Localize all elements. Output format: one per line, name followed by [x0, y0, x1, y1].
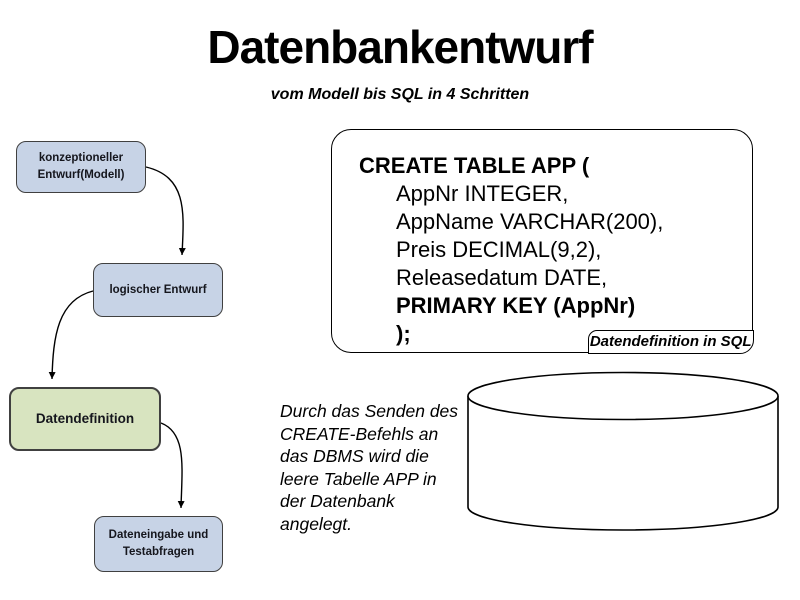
- sql-line: );: [396, 321, 411, 346]
- flow-step-label: Datendefinition: [35, 411, 135, 427]
- sql-line: Preis DECIMAL(9,2),: [396, 237, 602, 262]
- page-subtitle: vom Modell bis SQL in 4 Schritten: [270, 86, 530, 103]
- note-line: das DBMS wird die: [280, 446, 429, 466]
- flow-step-label: Dateneingabe und Testabfragen: [108, 529, 209, 558]
- page-title: Datenbankentwurf: [207, 21, 593, 73]
- sql-line: AppNr INTEGER,: [396, 181, 569, 206]
- sql-caption-tab: Datendefinition in SQL: [587, 329, 754, 354]
- note-text: Durch das Senden des CREATE-Befehls an d…: [280, 400, 458, 535]
- arrow-step2-to-step3: [48, 290, 94, 380]
- note-line: angelegt.: [280, 513, 353, 534]
- note-line: CREATE-Befehls an: [280, 423, 439, 444]
- note-line: Durch das Senden des: [280, 401, 459, 421]
- arrow-step3-to-step4: [160, 422, 185, 509]
- flow-step-datendefinition: Datendefinition: [9, 387, 161, 451]
- cylinder-top: [467, 371, 779, 421]
- flow-step-logischer-entwurf: logischer Entwurf: [93, 263, 223, 317]
- database-cylinder: [467, 371, 779, 531]
- sql-code: CREATE TABLE APP ( AppNr INTEGER, AppNam…: [359, 152, 663, 348]
- arrow-step1-to-step2: [145, 166, 186, 256]
- sql-line: PRIMARY KEY (AppNr): [396, 293, 636, 318]
- flow-step-label: logischer Entwurf: [109, 283, 207, 296]
- sql-code-panel: CREATE TABLE APP ( AppNr INTEGER, AppNam…: [331, 129, 754, 354]
- note-line: leere Tabelle APP in: [280, 468, 437, 489]
- sql-line: AppName VARCHAR(200),: [396, 209, 664, 234]
- sql-line: Releasedatum DATE,: [396, 265, 608, 290]
- flow-step-konzeptioneller-entwurf: konzeptioneller Entwurf(Modell): [16, 141, 146, 193]
- flow-arrows: [48, 166, 186, 509]
- cylinder-body: [467, 396, 779, 531]
- flow-step-dateneingabe: Dateneingabe und Testabfragen: [94, 516, 223, 572]
- flow-step-label: konzeptioneller Entwurf(Modell): [37, 152, 125, 181]
- sql-line: CREATE TABLE APP (: [359, 153, 590, 178]
- note-line: der Datenbank: [280, 491, 395, 511]
